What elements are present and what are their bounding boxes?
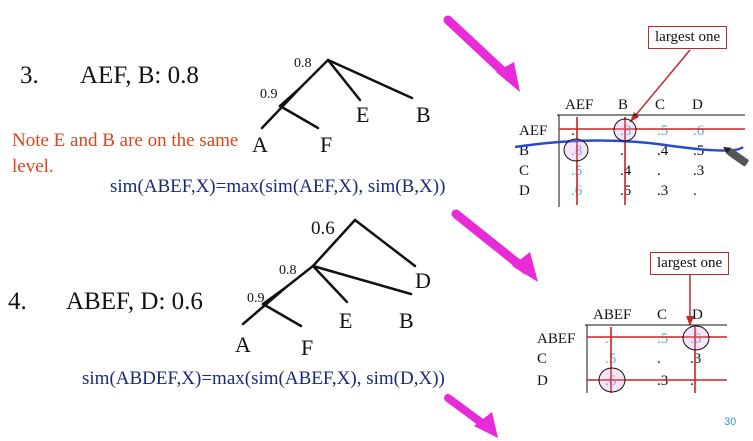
step4-number: 4. <box>8 288 27 315</box>
step3-number: 3. <box>20 62 39 89</box>
step3-label: AEF, B: 0.8 <box>80 62 199 89</box>
step3-formula: sim(ABEF,X)=max(sim(AEF,X), sim(B,X)) <box>110 176 446 197</box>
step4-callout-arrow-icon <box>686 274 694 326</box>
step4-col-d: D <box>692 307 703 323</box>
step3-leaf-b: B <box>416 102 431 127</box>
step3-row-c: C <box>519 163 529 179</box>
step3-matrix: AEF B C D AEF B C D . .8 .5 .6 .8 . .4 .… <box>515 97 749 207</box>
pen-icon <box>723 146 749 167</box>
step4-cell: .5 <box>657 331 668 347</box>
step4-leaf-d: D <box>415 268 431 293</box>
step3-dendrogram: 0.8 0.9 A F E B <box>252 56 431 157</box>
step3-cell: .4 <box>657 143 669 159</box>
page-number: 30 <box>724 416 737 428</box>
step4-height-0: 0.6 <box>311 218 335 239</box>
step3-cell: .6 <box>693 123 705 139</box>
step3-col-aef: AEF <box>565 97 593 113</box>
step3-callout-arrow-icon <box>629 49 691 123</box>
step4-row-abef: ABEF <box>537 331 575 347</box>
step3-cell: .3 <box>657 183 668 199</box>
step3-leaf-e: E <box>356 102 369 127</box>
step3-height-0: 0.8 <box>294 56 312 71</box>
step4-dendrogram: 0.6 0.8 0.9 A F E B D <box>235 218 431 360</box>
step4-leaf-e: E <box>339 308 352 333</box>
step3-cell: . <box>657 163 661 179</box>
step4-col-c: C <box>657 307 667 323</box>
step3-leaf-a: A <box>252 132 268 157</box>
step4-row-c: C <box>537 351 547 367</box>
step3-leaf-f: F <box>320 132 332 157</box>
step3-row-b: B <box>519 143 529 159</box>
step3-callout-label: largest one <box>648 26 728 49</box>
step3-cell: .3 <box>693 163 704 179</box>
step3-arrow-icon <box>443 15 520 92</box>
step3-cell: .5 <box>693 143 704 159</box>
step3-cell: . <box>620 143 624 159</box>
step4-row-d: D <box>537 373 548 389</box>
step4-cell: . <box>605 331 609 347</box>
step4-height-2: 0.9 <box>247 291 265 306</box>
step4-col-abef: ABEF <box>593 307 631 323</box>
step3-cell: .5 <box>657 123 668 139</box>
step4-leaf-f: F <box>301 335 313 360</box>
step4-cell: . <box>690 373 694 389</box>
step4-leaf-b: B <box>399 308 414 333</box>
step4-label: ABEF, D: 0.6 <box>66 288 203 315</box>
next-arrow-icon <box>444 394 498 438</box>
step3-cell: .4 <box>620 163 632 179</box>
step4-cell: . <box>657 351 661 367</box>
step3-height-1: 0.9 <box>260 87 278 102</box>
step3-note: Note E and B are on the same level. <box>12 130 239 177</box>
step3-col-d: D <box>692 97 703 113</box>
step3-cell: . <box>571 123 575 139</box>
step3-col-c: C <box>655 97 665 113</box>
step4-height-1: 0.8 <box>279 263 297 278</box>
step4-formula: sim(ABDEF,X)=max(sim(ABEF,X), sim(D,X)) <box>82 368 445 389</box>
step4-cell: .3 <box>657 373 668 389</box>
step3-col-b: B <box>618 97 628 113</box>
step3-cell: . <box>693 183 697 199</box>
step4-arrow-icon <box>451 209 538 282</box>
step4-leaf-a: A <box>235 332 251 357</box>
step4-cell: .6 <box>690 331 702 347</box>
step4-matrix: ABEF C D ABEF C D . .5 .6 .5 . .3 .6 .3 … <box>537 307 727 393</box>
step3-row-aef: AEF <box>519 123 547 139</box>
step3-row-d: D <box>519 183 530 199</box>
